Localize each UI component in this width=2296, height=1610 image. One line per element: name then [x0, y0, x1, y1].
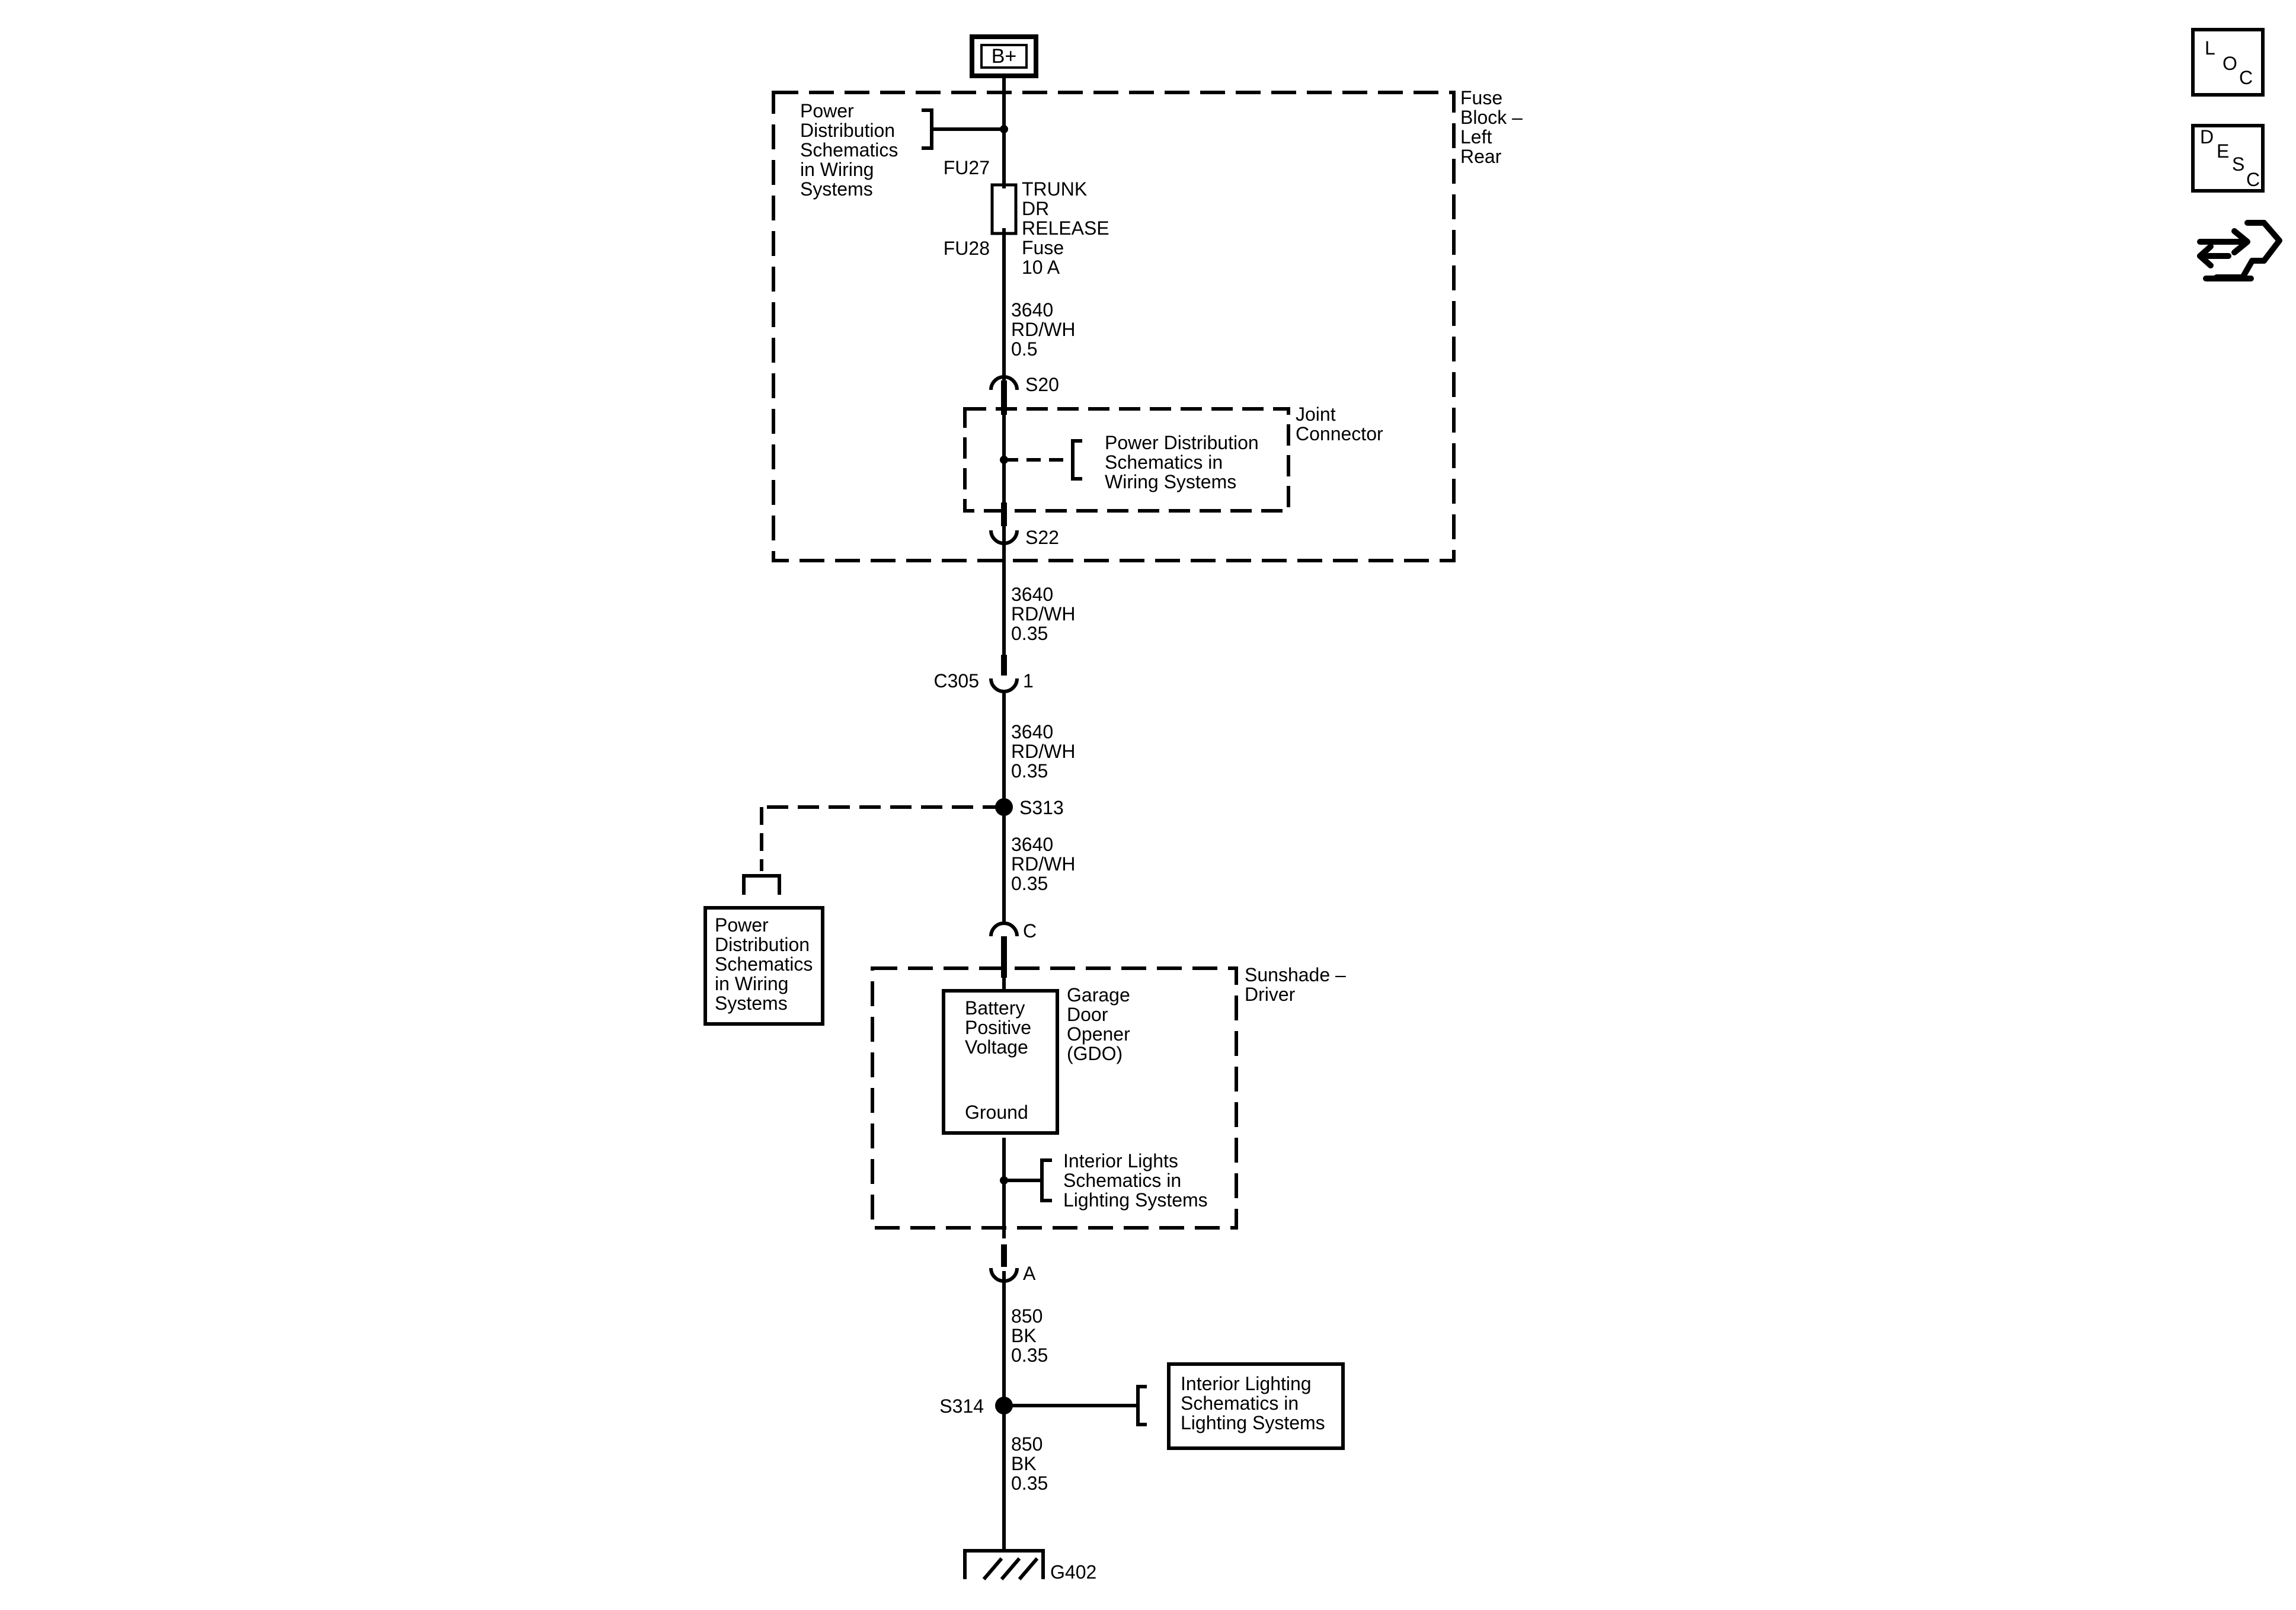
svg-text:O: O — [2223, 53, 2237, 74]
splice-s313-label: S313 — [1019, 797, 1064, 818]
joint-connector-title: Joint Connector — [1296, 404, 1383, 444]
wire-label-ground-b: 850 BK 0.35 — [1011, 1433, 1048, 1494]
svg-text:C: C — [2246, 169, 2260, 190]
svg-text:E: E — [2217, 140, 2229, 162]
pin-a-label: A — [1023, 1263, 1036, 1284]
interior-lighting-box-text: Interior Lighting Schematics in Lighting… — [1181, 1373, 1325, 1433]
fuse-symbol — [990, 183, 1018, 235]
splice-s22-label: S22 — [1025, 527, 1059, 548]
svg-text:S: S — [2232, 153, 2244, 175]
power-source-label: B+ — [992, 45, 1017, 68]
interior-lighting-box — [1167, 1362, 1345, 1450]
pin-c-label: C — [1023, 920, 1037, 942]
gdo-module-box — [942, 989, 1059, 1135]
harness-connector-icon[interactable] — [2197, 220, 2282, 281]
loc-button[interactable]: L O C — [2193, 30, 2263, 95]
interior-lights-ref: Interior Lights Schematics in Lighting S… — [1063, 1150, 1208, 1211]
fuse-terminal-top: FU27 — [944, 157, 990, 178]
sunshade-title: Sunshade – Driver — [1245, 964, 1351, 1005]
pin-c — [989, 921, 1019, 937]
connector-c305 — [989, 678, 1019, 693]
fuse-block-power-dist-ref: Power Distribution Schematics in Wiring … — [800, 100, 903, 200]
fuse-terminal-bottom: FU28 — [944, 238, 990, 259]
wire-label-harness-b: 3640 RD/WH 0.35 — [1011, 721, 1080, 782]
wire-label-fuse: 3640 RD/WH 0.5 — [1011, 299, 1080, 360]
wire-label-harness-a: 3640 RD/WH 0.35 — [1011, 584, 1080, 644]
loc-button-frame — [2191, 28, 2265, 97]
joint-connector-outline — [963, 407, 1290, 513]
gdo-module-ground: Ground — [965, 1102, 1028, 1123]
splice-s314-dot — [995, 1397, 1013, 1414]
splice-s314-label: S314 — [939, 1395, 984, 1417]
connector-c305-label: C305 — [934, 670, 980, 692]
gdo-module-name: Garage Door Opener (GDO) — [1067, 984, 1136, 1064]
fuse-name: TRUNK DR RELEASE Fuse 10 A — [1022, 178, 1115, 278]
desc-button-frame — [2191, 124, 2265, 193]
svg-text:D: D — [2200, 126, 2214, 148]
power-distribution-box-text: Power Distribution Schematics in Wiring … — [715, 914, 818, 1014]
svg-text:C: C — [2239, 67, 2253, 88]
power-distribution-box — [703, 906, 824, 1026]
svg-text:L: L — [2205, 37, 2215, 59]
gdo-module-inputs: Battery Positive Voltage — [965, 997, 1037, 1058]
connector-c305-pin: 1 — [1023, 670, 1034, 692]
splice-s20-label: S20 — [1025, 374, 1059, 395]
sunshade-outline — [871, 966, 1238, 1230]
ground-g402-label: G402 — [1050, 1561, 1096, 1583]
ground-symbol — [963, 1549, 1045, 1579]
splice-s20 — [989, 375, 1019, 391]
wire-label-harness-c: 3640 RD/WH 0.35 — [1011, 834, 1080, 894]
fuse-block-outline — [772, 91, 1456, 562]
wire-label-ground-a: 850 BK 0.35 — [1011, 1305, 1048, 1366]
fuse-block-title: Fuse Block – Left Rear — [1460, 87, 1528, 167]
splice-s313-dot — [995, 798, 1013, 816]
desc-button[interactable]: D E S C — [2193, 126, 2263, 191]
pin-a — [989, 1267, 1019, 1283]
splice-s22 — [989, 530, 1019, 545]
joint-connector-ref: Power Distribution Schematics in Wiring … — [1105, 432, 1264, 492]
